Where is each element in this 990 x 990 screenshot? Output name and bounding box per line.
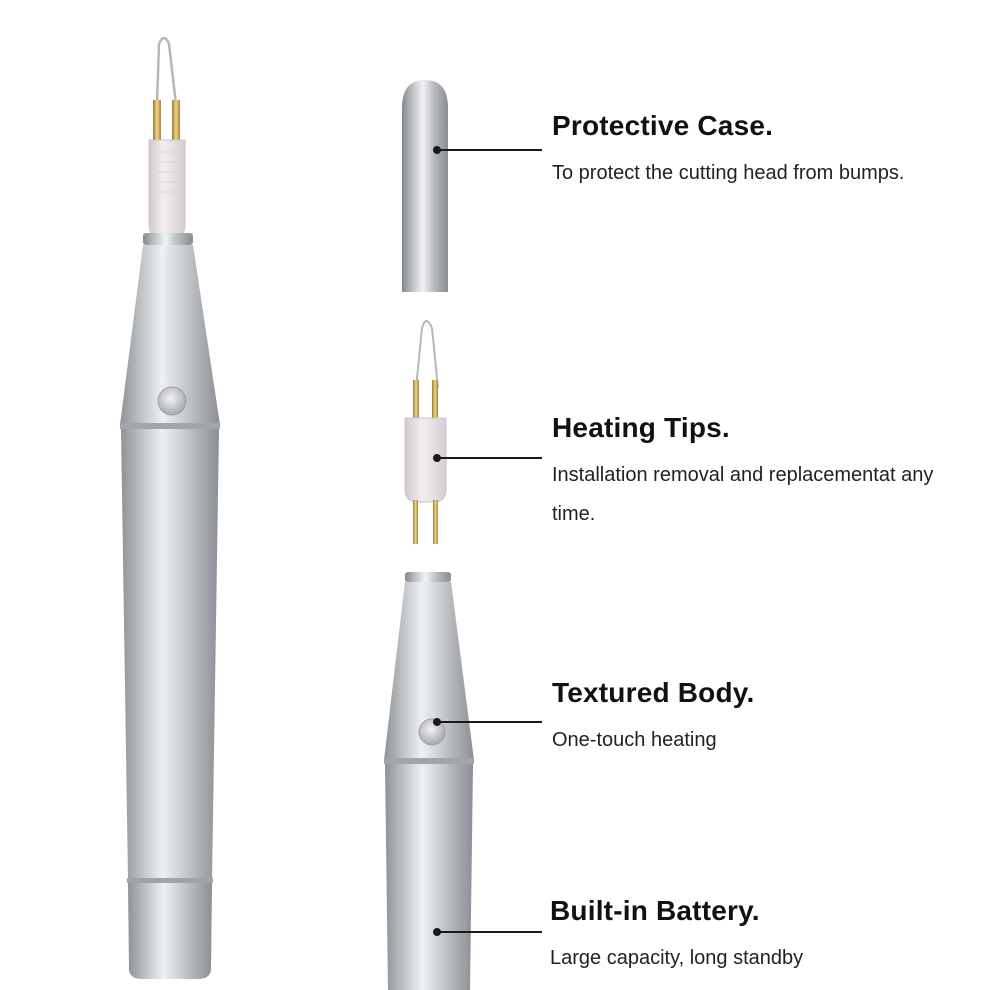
feature-description: One-touch heating bbox=[552, 729, 717, 751]
power-button bbox=[157, 386, 187, 416]
pen-top-ring bbox=[143, 233, 193, 245]
assembled-pen bbox=[120, 36, 220, 979]
feature-title: Textured Body. bbox=[552, 677, 755, 708]
feature-heating-tips: Heating Tips. Installation removal and r… bbox=[552, 412, 982, 534]
feature-title: Heating Tips. bbox=[552, 412, 730, 443]
feature-textured-body: Textured Body. One-touch heating bbox=[552, 677, 982, 760]
pen-main-body bbox=[121, 429, 219, 880]
pen-body-part bbox=[384, 572, 542, 990]
feature-description: To protect the cutting head from bumps. bbox=[552, 162, 905, 184]
feature-title: Protective Case. bbox=[552, 110, 774, 141]
protective-case-part bbox=[402, 80, 542, 292]
gold-pin-right bbox=[172, 100, 180, 142]
tip-sleeve bbox=[148, 139, 186, 239]
feature-description: Installation removal and replacementat a… bbox=[552, 464, 934, 525]
feature-built-in-battery: Built-in Battery. Large capacity, long s… bbox=[550, 895, 980, 978]
feature-title: Built-in Battery. bbox=[550, 895, 760, 926]
pen-end-cap bbox=[128, 883, 212, 979]
feature-description: Large capacity, long standby bbox=[550, 947, 804, 969]
gold-pin-left bbox=[153, 100, 161, 142]
heating-tip-part bbox=[404, 320, 542, 544]
wire-loop bbox=[155, 36, 178, 105]
pen-tapered-section bbox=[120, 245, 220, 425]
feature-protective-case: Protective Case. To protect the cutting … bbox=[552, 110, 982, 193]
